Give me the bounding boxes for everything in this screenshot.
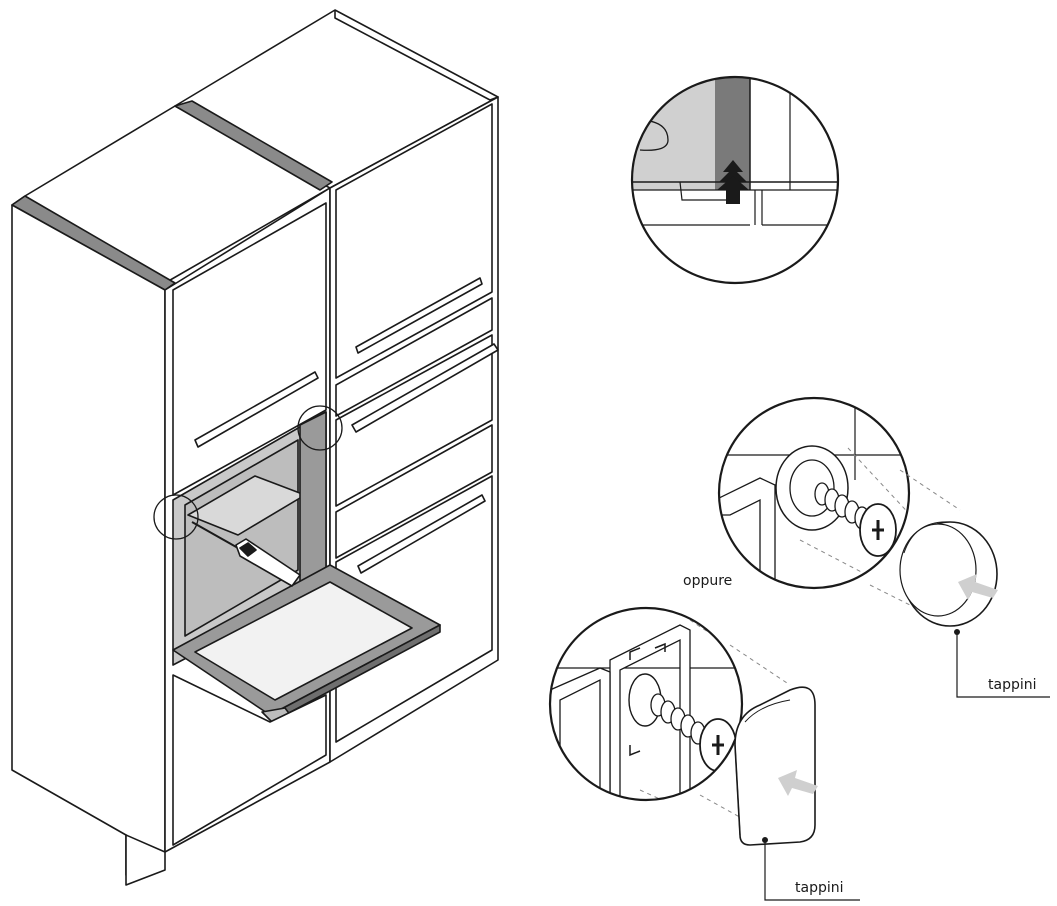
label-tappini-round: tappini <box>988 677 1037 693</box>
detail-circle-right <box>717 396 911 590</box>
right-drawer-1 <box>335 297 493 417</box>
label-oppure: oppure <box>683 573 732 589</box>
screwdriver-shaft <box>191 521 239 549</box>
upper-left-door <box>172 202 327 496</box>
upper-right-handle <box>355 277 483 354</box>
left-plinth <box>125 834 166 886</box>
round-cap <box>899 521 998 627</box>
right-drawer-4-handle <box>357 494 486 574</box>
edge-strip-mid <box>174 100 333 191</box>
detail-circle-left <box>548 606 744 802</box>
upper-left-handle <box>194 371 319 448</box>
push-arrow-square <box>778 770 818 796</box>
detail-screw-top <box>630 75 840 285</box>
label-tappini-square: tappini <box>795 880 844 896</box>
leader-line-square <box>764 840 860 901</box>
detail-round-cap <box>717 396 1050 698</box>
upper-right-door <box>335 103 493 379</box>
square-cap <box>734 686 818 846</box>
detail-marker-left <box>153 494 199 540</box>
push-arrow-round <box>958 574 998 600</box>
right-drawer-3 <box>335 424 493 559</box>
right-drawer-2-handle <box>351 343 499 433</box>
detail-circle-top <box>630 75 840 285</box>
leader-line-round <box>956 632 1050 698</box>
left-side-panel <box>11 204 166 876</box>
detail-square-cap <box>548 606 860 901</box>
oven-door-glass <box>194 581 413 701</box>
lower-left-door <box>172 674 327 846</box>
right-drawer-2 <box>335 334 493 507</box>
kitchen-cabinet <box>11 9 499 886</box>
detail-marker-right <box>297 405 343 451</box>
